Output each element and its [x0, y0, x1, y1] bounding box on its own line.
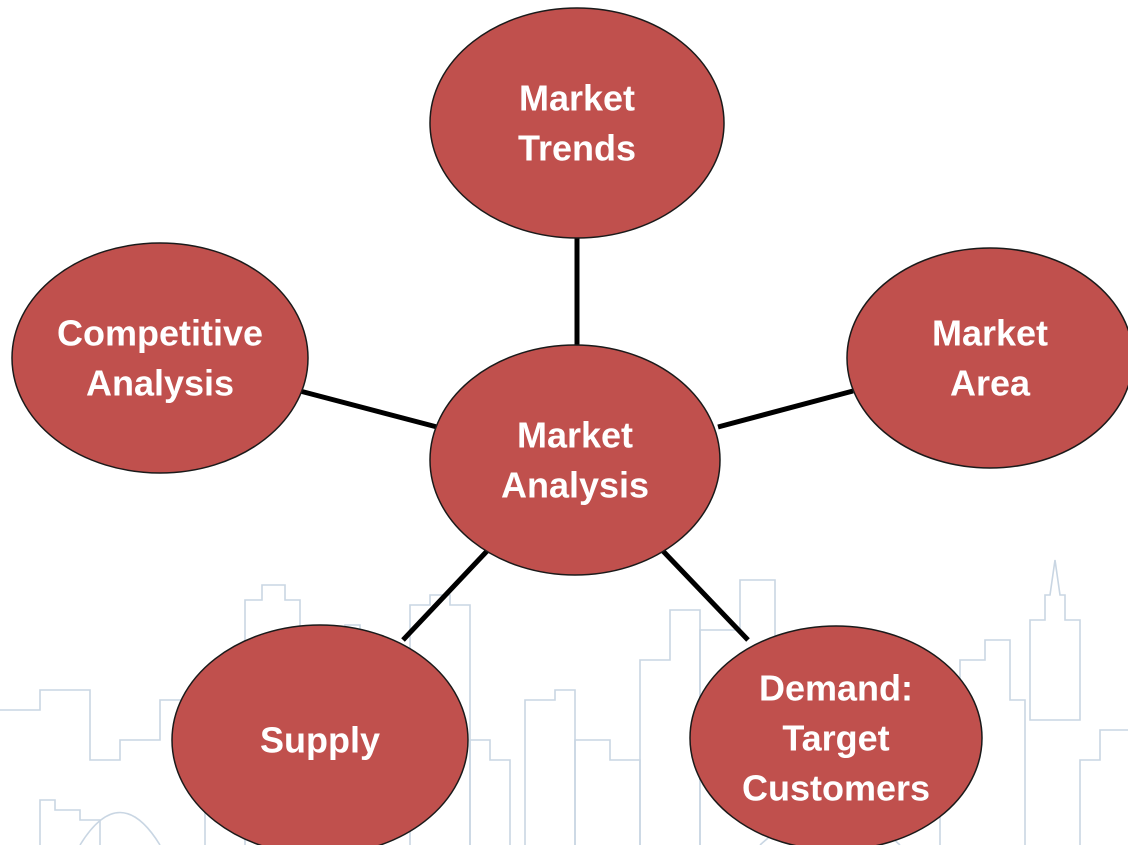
node-ellipse-competitive-analysis	[11, 242, 309, 474]
node-label-demand-target-customers-2: Target	[782, 718, 889, 759]
node-label-demand-target-customers-3: Customers	[742, 768, 930, 809]
node-label-competitive-analysis-2: Analysis	[86, 363, 234, 404]
connector-market-area	[717, 388, 854, 430]
node-label-demand-target-customers-1: Demand:	[759, 668, 913, 709]
node-label-supply-1: Supply	[260, 720, 380, 761]
node-ellipse-market-analysis	[429, 344, 721, 576]
node-label-market-area-2: Area	[950, 363, 1031, 404]
node-label-market-area-1: Market	[932, 313, 1048, 354]
node-label-competitive-analysis-1: Competitive	[57, 313, 263, 354]
diagram-nodes: MarketTrendsCompetitiveAnalysisMarketAre…	[11, 7, 1128, 845]
connector-demand-target-customers	[660, 548, 750, 642]
node-label-market-analysis-1: Market	[517, 415, 633, 456]
connector-competitive-analysis	[299, 388, 438, 430]
node-label-market-trends-1: Market	[519, 78, 635, 119]
node-label-market-trends-2: Trends	[518, 128, 636, 169]
node-ellipse-demand-target-customers	[689, 625, 983, 845]
node-ellipse-market-area	[846, 247, 1128, 469]
connector-supply	[401, 548, 490, 642]
node-label-market-analysis-2: Analysis	[501, 465, 649, 506]
node-supply: Supply	[171, 624, 469, 845]
node-ellipse-market-trends	[429, 7, 725, 239]
connector-lines	[299, 238, 854, 642]
node-ellipse-supply	[171, 624, 469, 845]
